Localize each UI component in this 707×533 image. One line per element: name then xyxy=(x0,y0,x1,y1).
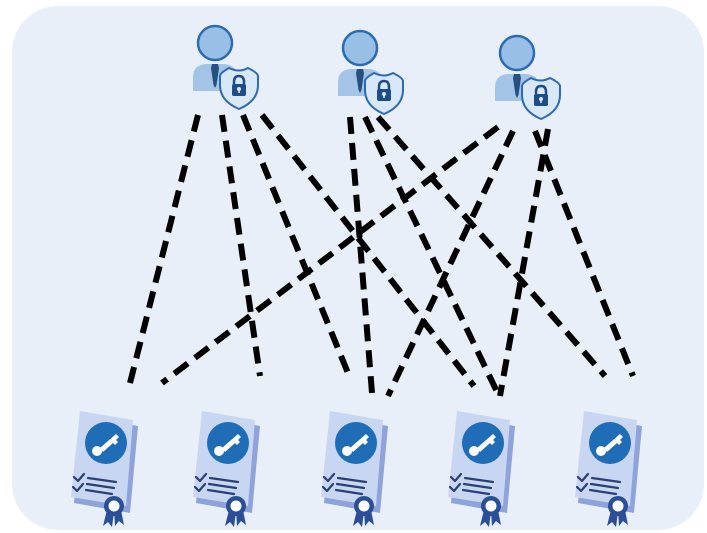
connection-user-2-to-certificate-5 xyxy=(375,115,608,378)
connection-user-2-to-certificate-3 xyxy=(347,116,375,394)
connection-user-3-to-certificate-1 xyxy=(160,124,500,386)
connection-user-3-to-certificate-3 xyxy=(385,129,516,398)
connection-user-3-to-certificate-5 xyxy=(532,129,636,378)
connection-user-3-to-certificate-4 xyxy=(497,128,551,397)
connections-layer xyxy=(127,113,636,400)
connection-user-1-to-certificate-2 xyxy=(219,114,263,377)
connection-user-1-to-certificate-3 xyxy=(240,113,353,380)
connection-user-1-to-certificate-1 xyxy=(127,114,201,384)
diagram-panel xyxy=(12,6,704,530)
connection-user-1-to-certificate-4 xyxy=(259,113,477,388)
